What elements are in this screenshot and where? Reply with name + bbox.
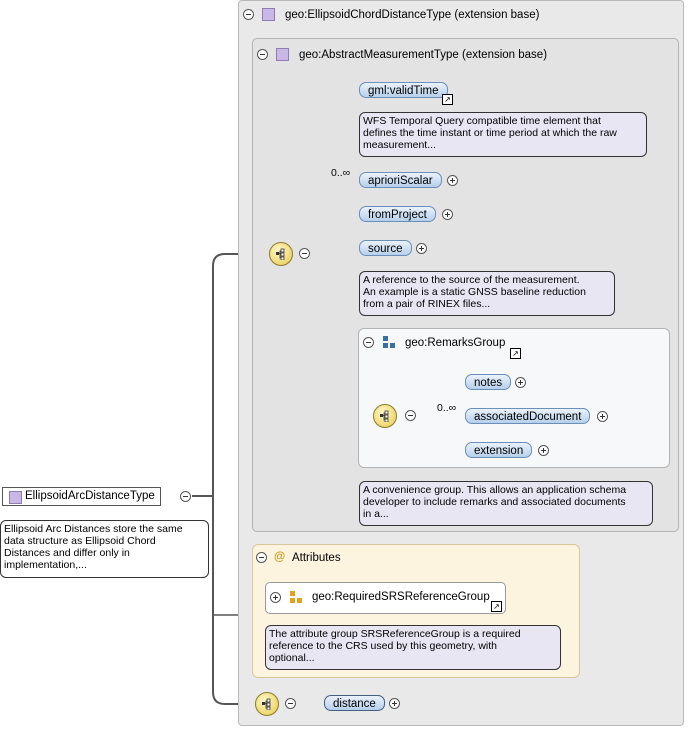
root-doc-note: Ellipsoid Arc Distances store the same d… bbox=[0, 520, 209, 578]
reference-link-icon[interactable]: ↗ bbox=[510, 348, 521, 359]
collapse-remarks-sequence-icon[interactable] bbox=[405, 410, 416, 421]
collapse-attributes-icon[interactable] bbox=[256, 552, 267, 563]
doc-line: Ellipsoid Arc Distances store the same bbox=[4, 523, 183, 535]
element-notes[interactable]: notes bbox=[465, 374, 512, 390]
reference-link-icon[interactable]: ↗ bbox=[491, 601, 502, 612]
element-group-icon bbox=[383, 336, 395, 348]
validtime-doc-note: WFS Temporal Query compatible time eleme… bbox=[359, 112, 647, 157]
collapse-remarks-icon[interactable] bbox=[363, 337, 374, 348]
expand-fromproject-icon[interactable] bbox=[442, 209, 453, 220]
inner-panel-title: geo:AbstractMeasurementType (extension b… bbox=[299, 49, 548, 61]
element-label: gml:validTime bbox=[368, 85, 439, 97]
doc-line: reference to the CRS used by this geomet… bbox=[269, 640, 497, 652]
doc-line: in a... bbox=[363, 508, 389, 520]
attribute-group-name: geo:RequiredSRSReferenceGroup bbox=[312, 591, 490, 603]
element-source[interactable]: source bbox=[359, 240, 412, 256]
doc-line: A convenience group. This allows an appl… bbox=[363, 484, 627, 496]
expand-extension-icon[interactable] bbox=[538, 445, 549, 456]
cardinality-label: 0..∞ bbox=[331, 167, 351, 179]
doc-line: implementation,... bbox=[4, 559, 87, 571]
expand-attribute-group-icon[interactable] bbox=[270, 592, 281, 603]
complex-type-icon bbox=[262, 8, 275, 21]
collapse-inner-icon[interactable] bbox=[257, 49, 268, 60]
doc-line: The attribute group SRSReferenceGroup is… bbox=[269, 628, 521, 640]
sequence-compositor-icon[interactable] bbox=[269, 242, 293, 266]
doc-line: from a pair of RINEX files... bbox=[363, 298, 491, 310]
collapse-bottom-sequence-icon[interactable] bbox=[285, 698, 296, 709]
remarks-doc-note: A convenience group. This allows an appl… bbox=[359, 481, 653, 526]
element-associateddocument[interactable]: associatedDocument bbox=[465, 408, 591, 424]
attribute-group-icon bbox=[290, 591, 302, 603]
element-label: notes bbox=[474, 377, 503, 389]
sequence-compositor-icon[interactable] bbox=[373, 404, 397, 428]
expand-source-icon[interactable] bbox=[416, 243, 427, 254]
element-distance[interactable]: distance bbox=[324, 695, 385, 711]
attribute-group-box[interactable] bbox=[265, 582, 506, 614]
element-fromproject[interactable]: fromProject bbox=[359, 206, 436, 222]
collapse-outer-icon[interactable] bbox=[243, 9, 254, 20]
complex-type-icon bbox=[9, 491, 22, 504]
root-type-box[interactable]: EllipsoidArcDistanceType bbox=[2, 487, 161, 506]
element-validtime[interactable]: gml:validTime bbox=[359, 82, 448, 98]
attribute-group-doc-note: The attribute group SRSReferenceGroup is… bbox=[265, 625, 561, 670]
element-label: aprioriScalar bbox=[368, 175, 433, 187]
element-label: fromProject bbox=[368, 209, 427, 221]
doc-line: developer to include remarks and associa… bbox=[363, 496, 626, 508]
doc-line: data structure as Ellipsoid Chord bbox=[4, 535, 156, 547]
attribute-at-icon: @ bbox=[274, 551, 286, 563]
expand-associateddocument-icon[interactable] bbox=[597, 411, 608, 422]
sequence-glyph-icon bbox=[276, 248, 285, 260]
element-label: associatedDocument bbox=[474, 411, 582, 423]
reference-link-icon[interactable]: ↗ bbox=[442, 94, 453, 105]
root-type-name: EllipsoidArcDistanceType bbox=[25, 490, 155, 502]
expand-aprioriscalar-icon[interactable] bbox=[447, 175, 458, 186]
outer-panel-title: geo:EllipsoidChordDistanceType (extensio… bbox=[285, 9, 540, 21]
sequence-compositor-icon[interactable] bbox=[255, 692, 279, 716]
sequence-glyph-icon bbox=[262, 698, 271, 710]
expand-distance-icon[interactable] bbox=[389, 698, 400, 709]
doc-line: Distances and differ only in bbox=[4, 547, 130, 559]
expand-notes-icon[interactable] bbox=[515, 377, 526, 388]
doc-line: optional... bbox=[269, 652, 315, 664]
complex-type-icon bbox=[276, 48, 289, 61]
collapse-root-icon[interactable] bbox=[180, 491, 191, 502]
remarks-group-title: geo:RemarksGroup bbox=[405, 337, 506, 349]
attributes-title: Attributes bbox=[292, 552, 341, 564]
doc-line: measurement... bbox=[363, 139, 436, 151]
element-label: distance bbox=[333, 698, 376, 710]
collapse-sequence-icon[interactable] bbox=[299, 248, 310, 259]
element-label: extension bbox=[474, 445, 524, 457]
cardinality-label: 0..∞ bbox=[437, 402, 457, 414]
doc-line: A reference to the source of the measure… bbox=[363, 274, 580, 286]
doc-line: WFS Temporal Query compatible time eleme… bbox=[363, 115, 601, 127]
element-extension[interactable]: extension bbox=[465, 442, 533, 458]
element-aprioriscalar[interactable]: aprioriScalar bbox=[359, 172, 442, 188]
source-doc-note: A reference to the source of the measure… bbox=[359, 271, 615, 316]
sequence-glyph-icon bbox=[380, 410, 389, 422]
doc-line: defines the time instant or time period … bbox=[363, 127, 617, 139]
doc-line: An example is a static GNSS baseline red… bbox=[363, 286, 586, 298]
element-label: source bbox=[368, 243, 403, 255]
